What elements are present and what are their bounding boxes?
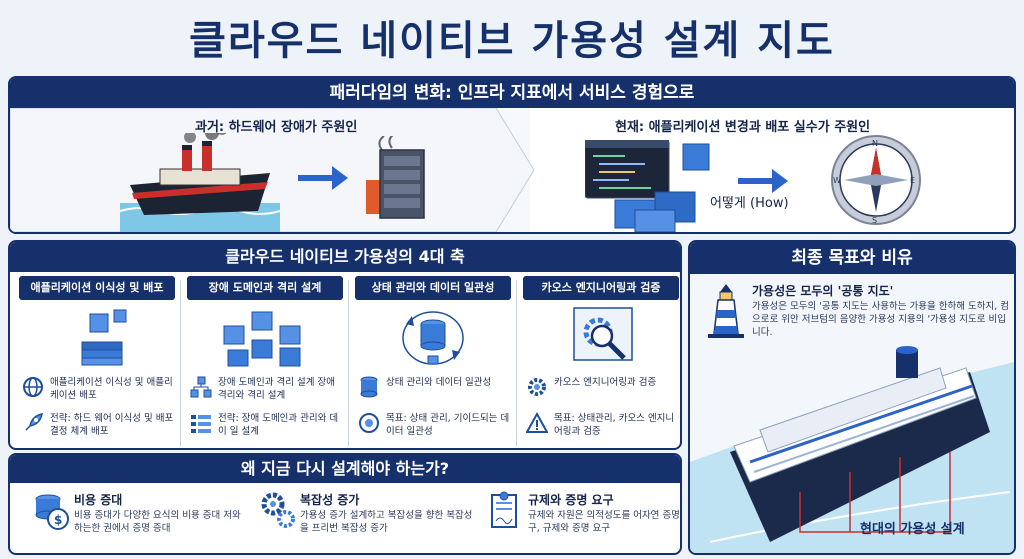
axis-divider (180, 280, 181, 446)
axis-column-state: 상태 관리와 데이터 일관성 상태 관리와 데이터 일관성 (352, 276, 514, 448)
svg-text:E: E (910, 176, 915, 185)
arrow-right-icon-2 (738, 169, 788, 193)
chaos-inspect-icon (573, 307, 633, 361)
steamship-icon (120, 133, 280, 232)
axis-title: 상태 관리와 데이터 일관성 (355, 276, 511, 300)
four-axes-panel: 클라우드 네이티브 가용성의 4대 축 애플리케이션 이식성 및 배포 애플리케… (8, 240, 682, 450)
why-item-complexity: 복잡성 증가 가용성 증가 설계하고 복잡성을 향한 복잡성을 프리번 복잡성 … (260, 491, 480, 553)
svg-text:N: N (872, 139, 878, 148)
ship-label: 현대의 가용성 설계 (860, 522, 965, 537)
svg-text:S: S (872, 216, 877, 225)
isolated-cubes-icon (223, 311, 301, 367)
server-rack-icon (366, 136, 425, 219)
compass-icon: N E S W (831, 135, 921, 225)
rocket-icon (25, 413, 43, 431)
axis-divider (516, 280, 517, 446)
target-icon (359, 413, 379, 433)
present-label: 현재: 애플리케이션 변경과 배포 실수가 주원인 (615, 120, 871, 135)
axis-title: 카오스 엔지니어링과 검증 (523, 276, 679, 300)
why-redesign-panel: 왜 지금 다시 설계해야 하는가? $ 비용 증대 비용 증대가 다양한 요식의… (8, 453, 682, 555)
cruise-ship-illustration (690, 346, 1014, 553)
axis-title: 장애 도메인과 격리 설계 (187, 276, 343, 300)
certificate-icon (491, 491, 517, 528)
code-deploy-icon (585, 140, 710, 232)
list-icon (191, 415, 211, 433)
why-item-cost: $ 비용 증대 비용 증대가 다양한 요식의 비용 증대 저와 하는한 권에서 … (34, 491, 254, 553)
gears-icon (261, 492, 295, 528)
svg-text:$: $ (54, 513, 62, 527)
lighthouse-icon (708, 284, 744, 338)
svg-text:W: W (833, 176, 841, 185)
network-icon (190, 376, 212, 398)
paradigm-panel: 패러다임의 변화: 인프라 지표에서 서비스 경험으로 과거: 하드웨어 장애가… (8, 76, 1016, 234)
globe-icon (23, 377, 43, 397)
why-header: 왜 지금 다시 설계해야 하는가? (10, 455, 680, 483)
past-label: 과거: 하드웨어 장애가 주원인 (195, 120, 358, 135)
goal-title: 가용성은 모두의 '공통 지도' (752, 284, 894, 298)
paradigm-header: 패러다임의 변화: 인프라 지표에서 서비스 경험으로 (10, 78, 1014, 108)
axes-header: 클라우드 네이티브 가용성의 4대 축 (10, 242, 680, 272)
arrow-right-icon (298, 166, 348, 190)
goal-header: 최종 목표와 비유 (690, 242, 1014, 274)
gear-icon (528, 378, 546, 396)
axis-column-failure-domain: 장애 도메인과 격리 설계 장애 도메인과 격리 설계 장애 격리와 격리 설계 (184, 276, 346, 448)
axis-divider (348, 280, 349, 446)
coins-icon: $ (35, 494, 69, 530)
axis-column-chaos: 카오스 엔지니어링과 검증 카오스 엔지니어링과 검증 목표: 상태관리, 카오… (520, 276, 680, 448)
goal-panel: 최종 목표와 비유 가용성은 모두의 '공통 지도' 가용성은 모두의 '공통 … (688, 240, 1016, 555)
stacked-cubes-icon (81, 309, 127, 366)
why-item-regulation: 규제와 증명 요구 규제와 자원은 의적성도를 어자연 증명과 같구, 규제와 … (488, 491, 680, 553)
database-sync-icon (402, 311, 464, 365)
warning-icon (526, 412, 548, 433)
how-label: 어떻게 (How) (710, 196, 789, 211)
page-title: 클라우드 네이티브 가용성 설계 지도 (189, 18, 835, 64)
axis-column-portability: 애플리케이션 이식성 및 배포 애플리케이션 이식성 및 애플리케이션 배포 전… (16, 276, 178, 448)
database-icon (360, 376, 378, 398)
goal-body: 가용성은 모두의 '공통 지도는 사용하는 가용을 한하해 도하지, 컴으로로 … (752, 301, 1010, 338)
axis-title: 애플리케이션 이식성 및 배포 (19, 276, 175, 300)
